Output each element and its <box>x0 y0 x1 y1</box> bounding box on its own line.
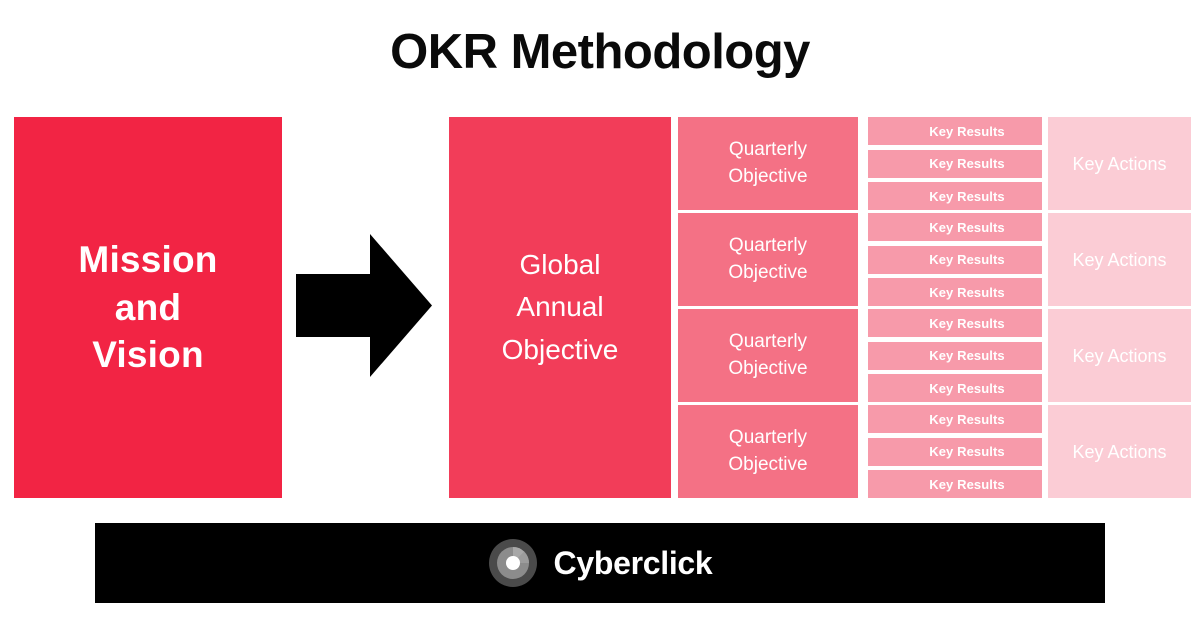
quarterly-objective-block: Quarterly Objective <box>678 213 858 306</box>
key-result-bar: Key Results <box>868 374 1042 402</box>
quarterly-objective-label: Quarterly Objective <box>728 235 808 283</box>
arrow-right-icon <box>296 234 432 377</box>
key-actions-label: Key Actions <box>1072 441 1167 462</box>
quarterly-objective-label: Quarterly Objective <box>728 331 808 379</box>
okr-row: Quarterly Objective Key Results Key Resu… <box>678 117 1191 210</box>
key-result-bar: Key Results <box>868 341 1042 370</box>
mission-and-vision-block: Mission and Vision <box>14 117 282 498</box>
quarterly-objective-block: Quarterly Objective <box>678 117 858 210</box>
key-result-bar: Key Results <box>868 245 1042 274</box>
key-result-label: Key Results <box>929 284 1005 300</box>
mission-and-vision-label: Mission and Vision <box>78 239 218 376</box>
key-result-bar: Key Results <box>868 437 1042 466</box>
okr-row: Quarterly Objective Key Results Key Resu… <box>678 405 1191 498</box>
key-result-bar: Key Results <box>868 117 1042 145</box>
key-actions-label: Key Actions <box>1072 249 1167 270</box>
key-result-label: Key Results <box>929 380 1005 396</box>
brand-lockup: Cyberclick <box>488 538 713 588</box>
okr-row: Quarterly Objective Key Results Key Resu… <box>678 309 1191 402</box>
footer-brand-bar: Cyberclick <box>95 523 1105 603</box>
key-result-bar: Key Results <box>868 405 1042 433</box>
key-result-bar: Key Results <box>868 278 1042 306</box>
okr-grid: Quarterly Objective Key Results Key Resu… <box>678 117 1191 498</box>
key-result-label: Key Results <box>929 411 1005 427</box>
page-title: OKR Methodology <box>390 25 810 79</box>
key-result-label: Key Results <box>929 188 1005 204</box>
cyberclick-target-logo-icon <box>488 538 538 588</box>
key-actions-label: Key Actions <box>1072 345 1167 366</box>
key-actions-block: Key Actions <box>1048 117 1191 210</box>
key-actions-block: Key Actions <box>1048 309 1191 402</box>
key-results-group: Key Results Key Results Key Results <box>868 405 1042 498</box>
key-result-label: Key Results <box>929 476 1005 492</box>
key-result-bar: Key Results <box>868 213 1042 241</box>
key-results-group: Key Results Key Results Key Results <box>868 117 1042 210</box>
quarterly-objective-block: Quarterly Objective <box>678 405 858 498</box>
quarterly-objective-label: Quarterly Objective <box>728 139 808 187</box>
key-result-label: Key Results <box>929 123 1005 139</box>
key-result-label: Key Results <box>929 219 1005 235</box>
key-result-label: Key Results <box>929 348 1005 363</box>
okr-row: Quarterly Objective Key Results Key Resu… <box>678 213 1191 306</box>
key-actions-label: Key Actions <box>1072 153 1167 174</box>
key-actions-block: Key Actions <box>1048 213 1191 306</box>
key-results-group: Key Results Key Results Key Results <box>868 309 1042 402</box>
key-result-label: Key Results <box>929 444 1005 459</box>
key-actions-block: Key Actions <box>1048 405 1191 498</box>
key-result-bar: Key Results <box>868 149 1042 178</box>
global-annual-objective-label: Global Annual Objective <box>501 248 619 365</box>
key-result-bar: Key Results <box>868 309 1042 337</box>
key-results-group: Key Results Key Results Key Results <box>868 213 1042 306</box>
key-result-label: Key Results <box>929 156 1005 171</box>
key-result-label: Key Results <box>929 252 1005 267</box>
brand-name: Cyberclick <box>553 545 713 581</box>
key-result-label: Key Results <box>929 315 1005 331</box>
quarterly-objective-block: Quarterly Objective <box>678 309 858 402</box>
quarterly-objective-label: Quarterly Objective <box>728 427 808 475</box>
global-annual-objective-block: Global Annual Objective <box>449 117 671 498</box>
key-result-bar: Key Results <box>868 470 1042 498</box>
key-result-bar: Key Results <box>868 182 1042 210</box>
